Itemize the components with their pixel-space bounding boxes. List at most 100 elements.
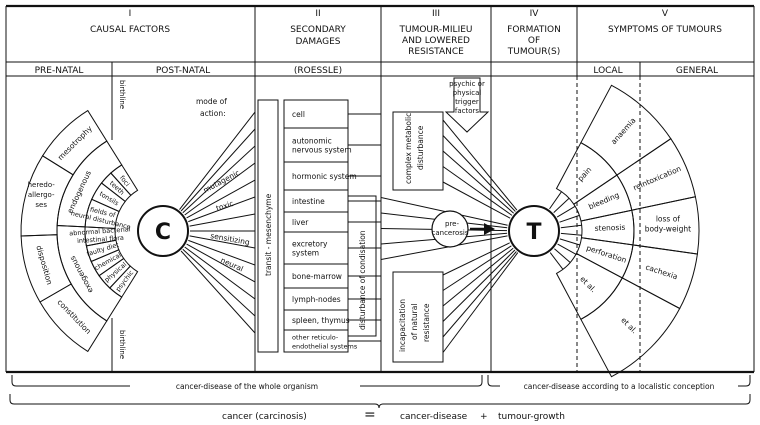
fan-right-general-seg-3 bbox=[621, 244, 698, 310]
t-line-12 bbox=[442, 247, 514, 307]
trigger-l1: psychic or bbox=[449, 80, 485, 88]
t-line-15 bbox=[442, 252, 519, 353]
precancerosis-l2: cancerosis bbox=[432, 229, 469, 237]
col2-title-l2: DAMAGES bbox=[295, 37, 340, 47]
mode-of-action-l1: mode of bbox=[196, 97, 227, 106]
col5-numeral: V bbox=[662, 9, 669, 19]
mode-line-5 bbox=[188, 196, 256, 223]
fan-right-general-seg-4 bbox=[580, 277, 681, 378]
col4-title-l3: TUMOUR(S) bbox=[507, 47, 561, 57]
trigger-l3: trigger bbox=[455, 98, 479, 106]
mode-line-1 bbox=[180, 128, 256, 212]
fan-right-ray-8 bbox=[554, 248, 571, 263]
eq-sign: = bbox=[364, 407, 376, 423]
mode-of-action-l2: action: bbox=[200, 109, 226, 118]
transit-label: transit - mesenchyme bbox=[264, 193, 273, 276]
mode-line-6 bbox=[189, 213, 256, 227]
mode-line-4 bbox=[186, 179, 256, 219]
col2-sub: (ROESSLE) bbox=[294, 66, 342, 76]
col3-title-l2: AND LOWERED bbox=[402, 36, 470, 46]
damage-label-5-0: excretory bbox=[292, 240, 328, 249]
mode-line-0 bbox=[179, 111, 256, 210]
t-line-11 bbox=[442, 245, 512, 291]
eq-cancer: cancer (carcinosis) bbox=[222, 412, 307, 422]
condisation-label: disturbance of condisation bbox=[358, 230, 367, 330]
fan-right-ray-1 bbox=[553, 197, 570, 213]
damage-label-7: lymph-nodes bbox=[292, 295, 341, 304]
damage-label-3: intestine bbox=[292, 197, 325, 206]
damage-label-8: spleen, thymus bbox=[292, 316, 350, 325]
fan-left-outer-label-3: mesotrophy bbox=[56, 124, 94, 162]
eq-plus: + bbox=[480, 412, 488, 422]
trigger-l4: factors bbox=[455, 107, 480, 115]
whole-organism-label-bg bbox=[130, 380, 360, 390]
birthline-bottom-label: birthline bbox=[118, 330, 126, 359]
localistic-label: cancer-disease according to a localistic… bbox=[524, 382, 715, 391]
t-line-13 bbox=[442, 249, 516, 322]
mode-line-10 bbox=[186, 243, 256, 283]
metabolic-l2: disturbance bbox=[416, 125, 425, 170]
col4-title-l2: OF bbox=[528, 36, 540, 46]
t-line-3 bbox=[442, 166, 513, 216]
col4-title-l1: FORMATION bbox=[507, 25, 561, 35]
mode-line-8 bbox=[189, 235, 256, 249]
damage-label-5-1: system bbox=[292, 249, 319, 258]
col3-title-l3: RESISTANCE bbox=[408, 47, 464, 57]
damage-label-0: cell bbox=[292, 110, 305, 119]
mode-line-2 bbox=[182, 145, 256, 214]
precancerosis-arrowhead bbox=[484, 223, 495, 235]
symptom-local-0: pain bbox=[576, 165, 594, 183]
eq-disease: cancer-disease bbox=[400, 412, 468, 422]
mode-label-3: neural bbox=[219, 256, 244, 274]
overall-bracket bbox=[9, 394, 751, 409]
general-header: GENERAL bbox=[676, 66, 718, 76]
tumour-hub bbox=[508, 205, 560, 257]
col3-numeral: III bbox=[432, 9, 440, 19]
fan-left-outer-label-1: disposition bbox=[34, 244, 54, 286]
col1-numeral: I bbox=[129, 9, 132, 19]
col4-numeral: IV bbox=[530, 9, 540, 19]
symptom-general-1: reintoxication bbox=[632, 164, 683, 192]
col3-title-l1: TUMOUR-MILIEU bbox=[398, 25, 472, 35]
mode-line-9 bbox=[188, 239, 256, 266]
symptom-general-3: cachexia bbox=[644, 263, 678, 282]
fan-left-inner-seg-8 bbox=[110, 164, 139, 197]
col5-title: SYMPTOMS OF TUMOURS bbox=[608, 25, 722, 35]
t-line-9 bbox=[380, 235, 508, 260]
fan-left-outer-label-2-1: allergo- bbox=[28, 191, 55, 199]
postnatal-header: POST-NATAL bbox=[156, 66, 210, 76]
t-line-4 bbox=[442, 181, 511, 219]
condisation-box bbox=[347, 195, 377, 337]
fan-right-ray-7 bbox=[557, 243, 577, 255]
trigger-l2: physical bbox=[453, 89, 482, 97]
incapacitation-box bbox=[392, 271, 444, 363]
causal-factors-fan: constitutiondispositionheredo-allergo-se… bbox=[20, 109, 139, 353]
precancerosis-l1: pre- bbox=[445, 220, 459, 228]
fan-left-outer-label-2-0: heredo- bbox=[28, 181, 56, 189]
fan-right-ray-0 bbox=[549, 191, 562, 210]
local-header: LOCAL bbox=[593, 66, 622, 76]
prenatal-header: PRE-NATAL bbox=[35, 66, 84, 76]
damage-label-1-1: nervous system bbox=[292, 146, 352, 155]
symptom-local-2: stenosis bbox=[594, 223, 625, 233]
damage-label-9-0: other reticulo- bbox=[292, 334, 339, 342]
col1-title: CAUSAL FACTORS bbox=[90, 25, 170, 35]
t-line-0 bbox=[442, 119, 518, 211]
eq-growth: tumour-growth bbox=[498, 412, 565, 422]
localistic-label-bg bbox=[500, 380, 738, 390]
mode-line-3 bbox=[184, 162, 256, 216]
mode-line-12 bbox=[182, 248, 256, 317]
mode-line-13 bbox=[180, 250, 256, 334]
transit-box bbox=[257, 99, 279, 353]
tumour-hub-label: T bbox=[526, 220, 541, 245]
causes-hub bbox=[137, 205, 189, 257]
fan-right-ray-9 bbox=[549, 252, 564, 270]
whole-organism-label: cancer-disease of the whole organism bbox=[176, 382, 318, 391]
fan-right-ray-3 bbox=[559, 214, 580, 223]
damage-label-4: liver bbox=[292, 218, 309, 227]
birthline-top-label: birthline bbox=[118, 80, 126, 109]
